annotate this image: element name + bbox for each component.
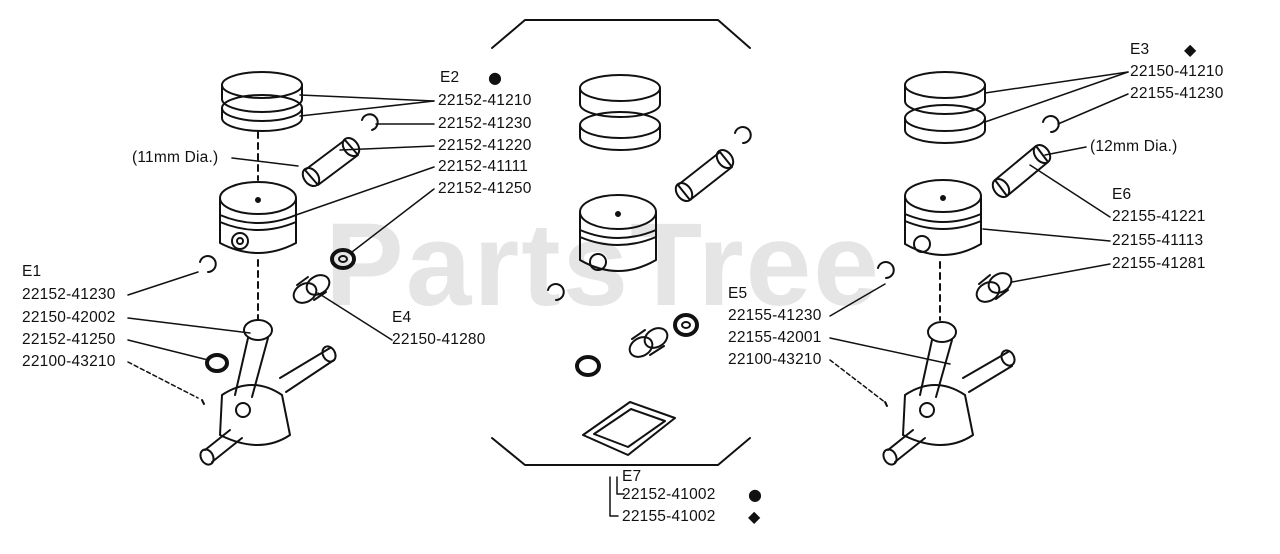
part-number[interactable]: 22152-41230 bbox=[438, 115, 532, 132]
part-number[interactable]: 22150-42002 bbox=[22, 309, 116, 326]
part-number[interactable]: 22152-41111 bbox=[438, 158, 529, 175]
piston-rings-right bbox=[904, 71, 986, 144]
part-number[interactable]: 22150-41280 bbox=[392, 331, 486, 348]
washer-left bbox=[205, 353, 229, 373]
circlip-left-bottom bbox=[199, 255, 217, 273]
piston-center bbox=[579, 194, 657, 272]
part-number[interactable]: 22155-41113 bbox=[1112, 232, 1204, 249]
pin-diameter-note-left: (11mm Dia.) bbox=[132, 149, 219, 166]
kit-code-e7: E7 bbox=[622, 468, 642, 485]
leader-lines bbox=[127, 71, 1129, 517]
seal-left bbox=[330, 248, 356, 270]
circlip-center-top bbox=[734, 126, 752, 144]
circlip-center-bottom bbox=[547, 283, 565, 301]
center-assembly bbox=[491, 19, 752, 466]
piston-pin-left bbox=[301, 136, 361, 188]
piston-rings-left bbox=[221, 71, 303, 132]
left-assembly bbox=[199, 71, 379, 466]
crankshaft-left bbox=[199, 319, 337, 466]
kit-code-e1: E1 bbox=[22, 263, 42, 280]
part-number[interactable]: 22155-41230 bbox=[728, 307, 822, 324]
kit-code-e5: E5 bbox=[728, 285, 748, 302]
gasket-center bbox=[582, 401, 676, 456]
piston-left bbox=[219, 181, 297, 254]
needle-bearing-right bbox=[975, 272, 1013, 303]
diamond-marker-e7: ◆ bbox=[748, 507, 761, 526]
piston-pin-center bbox=[674, 148, 735, 203]
circle-marker-e7: ● bbox=[748, 485, 762, 504]
part-number[interactable]: 22155-42001 bbox=[728, 329, 822, 346]
part-number[interactable]: 22152-41210 bbox=[438, 92, 532, 109]
bracket-bottom bbox=[491, 437, 751, 466]
part-number[interactable]: 22152-41002 bbox=[622, 486, 716, 503]
circle-marker-e2: ● bbox=[488, 68, 502, 87]
part-number[interactable]: 22100-43210 bbox=[22, 353, 116, 370]
part-number[interactable]: 22152-41220 bbox=[438, 137, 532, 154]
part-number[interactable]: 22152-41230 bbox=[22, 286, 116, 303]
part-number[interactable]: 22152-41250 bbox=[438, 180, 532, 197]
needle-bearing-center bbox=[628, 327, 669, 358]
part-number[interactable]: 22155-41281 bbox=[1112, 255, 1206, 272]
seal-center bbox=[673, 313, 699, 337]
piston-rings-center bbox=[579, 74, 661, 151]
part-number[interactable]: 22155-41230 bbox=[1130, 85, 1224, 102]
kit-code-e4: E4 bbox=[392, 309, 412, 326]
needle-bearing-left bbox=[292, 274, 331, 304]
washer-center bbox=[575, 355, 601, 377]
piston-right bbox=[904, 179, 982, 256]
right-assembly bbox=[877, 71, 1060, 466]
part-number[interactable]: 22100-43210 bbox=[728, 351, 822, 368]
circlip-right-bottom bbox=[877, 261, 895, 279]
watermark: PartsTree bbox=[325, 199, 881, 331]
kit-code-e6: E6 bbox=[1112, 186, 1132, 203]
circlip-left-top bbox=[361, 113, 379, 131]
circlip-right-top bbox=[1042, 115, 1060, 133]
part-number[interactable]: 22150-41210 bbox=[1130, 63, 1224, 80]
crankshaft-right bbox=[882, 321, 1016, 466]
pin-diameter-note-right: (12mm Dia.) bbox=[1090, 138, 1178, 155]
part-number[interactable]: 22155-41002 bbox=[622, 508, 716, 525]
piston-pin-right bbox=[991, 143, 1052, 199]
kit-code-e3: E3 bbox=[1130, 41, 1150, 58]
diamond-marker-e3: ◆ bbox=[1184, 40, 1197, 59]
kit-code-e2: E2 bbox=[440, 69, 460, 86]
bracket-top bbox=[491, 19, 751, 49]
part-number[interactable]: 22155-41221 bbox=[1112, 208, 1206, 225]
part-number[interactable]: 22152-41250 bbox=[22, 331, 116, 348]
